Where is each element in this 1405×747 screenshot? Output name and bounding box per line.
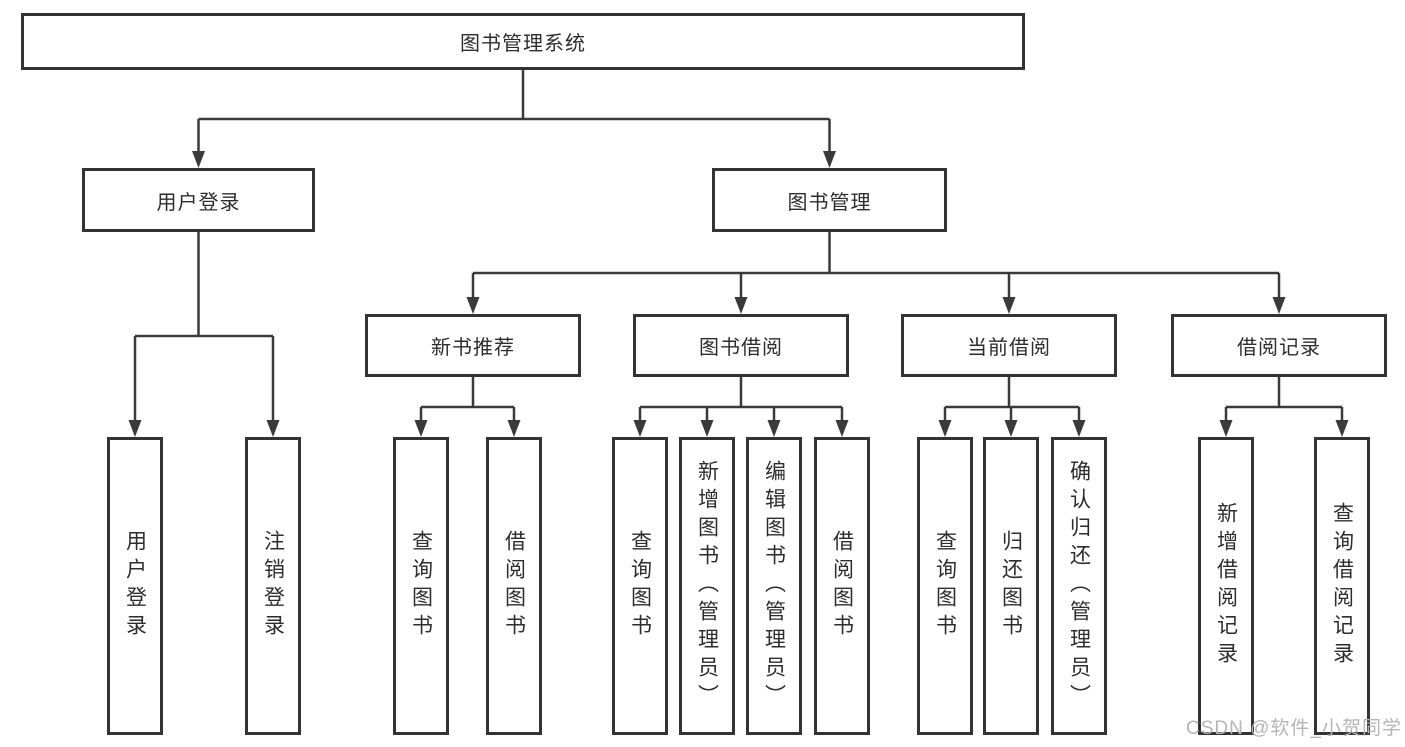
node-leaf-add-book-admin: 新增图书（管理员） bbox=[679, 437, 735, 735]
node-leaf-query-borrow-record: 查询借阅记录 bbox=[1314, 437, 1370, 735]
node-borrow-records: 借阅记录 bbox=[1171, 314, 1387, 377]
node-leaf-confirm-return-admin: 确认归还（管理员） bbox=[1051, 437, 1107, 735]
node-leaf-add-borrow-record: 新增借阅记录 bbox=[1198, 437, 1254, 735]
node-leaf-query-book-2: 查询图书 bbox=[612, 437, 668, 735]
node-root: 图书管理系统 bbox=[21, 13, 1025, 70]
node-leaf-user-login: 用户登录 bbox=[107, 437, 163, 735]
node-leaf-return-book: 归还图书 bbox=[983, 437, 1039, 735]
node-current-borrow-label: 当前借阅 bbox=[967, 337, 1051, 359]
node-leaf-logout: 注销登录 bbox=[245, 437, 301, 735]
node-book-management: 图书管理 bbox=[712, 168, 947, 232]
node-leaf-borrow-book-1: 借阅图书 bbox=[486, 437, 542, 735]
node-user-login-label: 用户登录 bbox=[156, 191, 241, 214]
watermark: CSDN @软件_小贺同学 bbox=[1186, 718, 1402, 739]
node-new-book-recommend: 新书推荐 bbox=[365, 314, 581, 377]
node-leaf-borrow-book-2: 借阅图书 bbox=[814, 437, 870, 735]
node-leaf-query-book-3: 查询图书 bbox=[917, 437, 973, 735]
node-leaf-edit-book-admin: 编辑图书（管理员） bbox=[746, 437, 802, 735]
node-root-label: 图书管理系统 bbox=[460, 33, 586, 55]
node-book-borrow-label: 图书借阅 bbox=[699, 337, 783, 359]
node-leaf-query-book-1: 查询图书 bbox=[393, 437, 449, 735]
node-book-management-label: 图书管理 bbox=[787, 191, 872, 214]
node-new-book-recommend-label: 新书推荐 bbox=[431, 337, 515, 359]
node-current-borrow: 当前借阅 bbox=[901, 314, 1117, 377]
node-borrow-records-label: 借阅记录 bbox=[1237, 337, 1321, 359]
node-book-borrow: 图书借阅 bbox=[633, 314, 849, 377]
node-user-login: 用户登录 bbox=[82, 168, 315, 232]
